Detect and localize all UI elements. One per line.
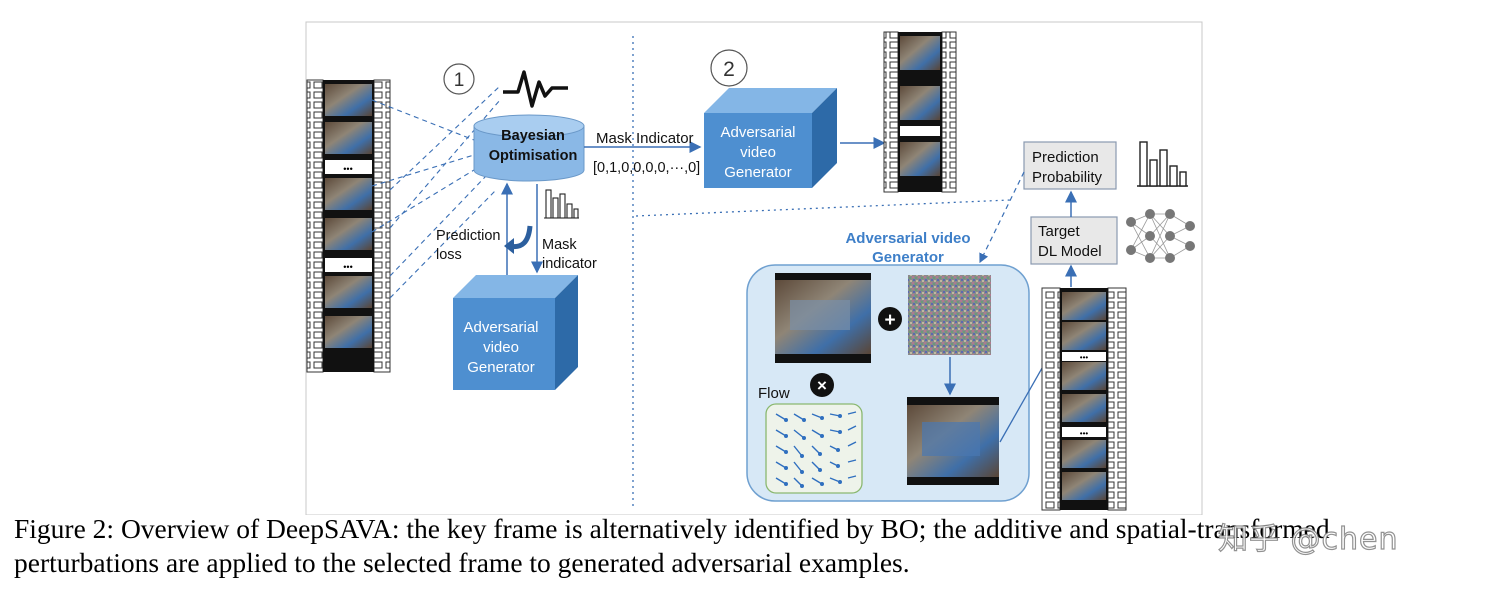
additive-noise-image <box>908 275 991 355</box>
generator-top-line2: video <box>740 144 776 161</box>
times-icon <box>810 373 834 397</box>
adversarial-video-generator-cube-top: Adversarial video Generator <box>704 88 837 188</box>
plus-symbol: + <box>884 310 895 331</box>
frame-to-bo-dashed-links <box>371 85 501 299</box>
prediction-loss-line1: Prediction <box>436 228 500 244</box>
adversarial-video-generator-cube-left: Adversarial video Generator <box>453 275 578 390</box>
target-dl-model-box <box>1030 216 1118 265</box>
mask-indicator-line2: indicator <box>542 256 597 272</box>
prediction-to-generator-dashed-arrow <box>979 171 1025 264</box>
panel-title-line2: Generator <box>872 249 944 266</box>
bo-title-line1: Bayesian <box>501 128 565 144</box>
adversarial-key-frame-image <box>907 397 999 485</box>
adv-filmstrip-ellipsis-1: ••• <box>1080 353 1089 362</box>
step-2-number: 2 <box>723 58 735 81</box>
mask-indicator-line1: Mask <box>542 237 577 253</box>
generator-top-line3: Generator <box>724 164 792 181</box>
target-model-line1: Target <box>1038 223 1081 240</box>
plus-icon <box>878 307 902 331</box>
prediction-prob-line1: Prediction <box>1032 149 1099 166</box>
mask-indicator-top-label: Mask Indicator <box>596 130 694 147</box>
generator-top-line1: Adversarial <box>720 124 795 141</box>
caption-line-1: Figure 2: Overview of DeepSAVA: the key … <box>14 513 1330 544</box>
optical-flow-field-image <box>765 403 863 494</box>
mask-vector-label: [0,1,0,0,0,0,···,0] <box>593 160 700 176</box>
step-1-number: 1 <box>454 70 465 91</box>
squiggle-signal-icon <box>503 70 568 108</box>
filmstrip-ellipsis-2: ••• <box>343 262 352 272</box>
divider-horizontal <box>635 199 1011 217</box>
original-key-frame-image <box>775 273 871 363</box>
step-1-marker <box>443 63 475 95</box>
times-symbol: × <box>817 376 827 395</box>
probability-bar-chart-icon <box>1137 141 1188 187</box>
bayesian-optimisation-cylinder: Bayesian Optimisation <box>473 114 585 182</box>
flow-label: Flow <box>758 385 790 402</box>
figure-frame <box>305 21 1203 515</box>
output-video-filmstrip <box>883 31 957 193</box>
prediction-probability-box <box>1023 141 1117 190</box>
bo-title-line2: Optimisation <box>489 148 578 164</box>
filmstrip-ellipsis-1: ••• <box>343 164 352 174</box>
loop-curved-arrowhead <box>504 238 514 254</box>
input-video-filmstrip: ••• ••• <box>306 79 391 373</box>
adversarial-video-filmstrip: ••• ••• <box>1041 287 1127 511</box>
generator-left-line2: video <box>483 339 519 356</box>
step-2-marker <box>710 49 748 87</box>
prediction-prob-line2: Probability <box>1032 169 1103 186</box>
target-model-line2: DL Model <box>1038 243 1102 260</box>
caption-line-2: perturbations are applied to the selecte… <box>14 547 910 578</box>
prediction-loss-line2: loss <box>436 247 462 263</box>
panel-title-line1: Adversarial video <box>845 230 970 247</box>
neural-network-icon <box>1126 209 1195 263</box>
adv-filmstrip-ellipsis-2: ••• <box>1080 429 1089 438</box>
generator-left-line1: Adversarial <box>463 319 538 336</box>
generator-left-line3: Generator <box>467 359 535 376</box>
zhihu-watermark: 知乎 @chen <box>1217 521 1399 557</box>
figure-caption: Figure 2: Overview of DeepSAVA: the key … <box>14 512 1504 580</box>
bar-chart-icon <box>544 189 579 219</box>
deepsava-overview-diagram: ••• ••• 1 Bayesian Optimisation Mask Ind… <box>305 21 1203 515</box>
